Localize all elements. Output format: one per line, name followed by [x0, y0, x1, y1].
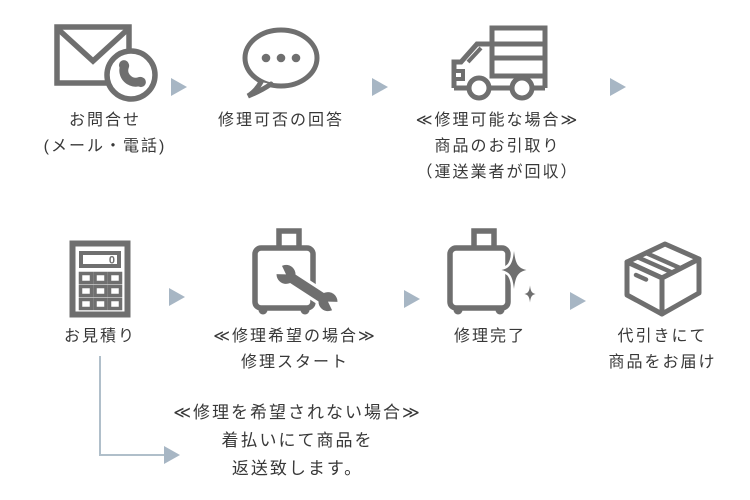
step-pickup: ≪修理可能な場合≫ 商品のお引取り （運送業者が回収） — [405, 16, 590, 186]
mail-phone-icon — [20, 16, 190, 102]
step-delivery: 代引きにて 商品をお届け — [585, 228, 740, 376]
arrow-right-icon-6 — [570, 292, 586, 310]
step-repair-start: ≪修理希望の場合≫ 修理スタート — [205, 228, 385, 376]
box-icon — [585, 228, 740, 318]
calculator-icon: 0 — [25, 228, 175, 318]
step-reply: 修理可否の回答 — [203, 16, 359, 134]
step-delivery-label: 代引きにて 商品をお届け — [585, 324, 740, 376]
arrow-right-icon-3 — [610, 78, 626, 96]
step-inquiry-line1: お問合せ — [68, 112, 141, 129]
arrow-right-icon-2 — [372, 78, 388, 96]
arrow-right-icon-4 — [169, 288, 185, 306]
suitcase-sparkle-icon — [410, 228, 570, 318]
step-pickup-line1: ≪修理可能な場合≫ — [415, 112, 580, 129]
calculator-display: 0 — [109, 255, 115, 267]
branch-connector-horizontal-line — [99, 454, 165, 456]
step-inquiry: お問合せ (メール・電話) — [20, 16, 190, 160]
step-delivery-line2: 商品をお届け — [608, 354, 717, 371]
arrow-right-icon-branch — [164, 446, 180, 464]
step-estimate-label: お見積り — [25, 324, 175, 350]
step-repair-done-label: 修理完了 — [410, 324, 570, 350]
step-delivery-line1: 代引きにて — [617, 328, 708, 345]
step-reply-line1: 修理可否の回答 — [217, 112, 344, 129]
branch-decline-line2: 着払いにて商品を — [221, 431, 374, 450]
step-repair-done-line1: 修理完了 — [453, 328, 526, 345]
truck-icon — [405, 16, 590, 102]
step-estimate-line1: お見積り — [63, 328, 136, 345]
branch-decline-line1: ≪修理を希望されない場合≫ — [173, 403, 422, 422]
suitcase-wrench-icon — [205, 228, 385, 318]
step-inquiry-label: お問合せ (メール・電話) — [20, 108, 190, 160]
step-estimate: 0 お見積り — [25, 228, 175, 350]
step-reply-label: 修理可否の回答 — [203, 108, 359, 134]
speech-bubble-icon — [203, 16, 359, 102]
arrow-right-icon-1 — [171, 78, 187, 96]
branch-decline-note: ≪修理を希望されない場合≫ 着払いにて商品を 返送致します。 — [150, 399, 445, 483]
branch-decline-line3: 返送致します。 — [231, 459, 364, 478]
branch-connector-vertical-line — [99, 356, 101, 456]
step-pickup-line2: 商品のお引取り — [434, 138, 561, 155]
step-pickup-line3: （運送業者が回収） — [416, 164, 579, 181]
step-repair-start-line2: 修理スタート — [240, 354, 349, 371]
step-repair-done: 修理完了 — [410, 228, 570, 350]
step-pickup-label: ≪修理可能な場合≫ 商品のお引取り （運送業者が回収） — [405, 108, 590, 186]
step-repair-start-label: ≪修理希望の場合≫ 修理スタート — [205, 324, 385, 376]
step-inquiry-line2: (メール・電話) — [43, 138, 167, 155]
arrow-right-icon-5 — [404, 290, 420, 308]
step-repair-start-line1: ≪修理希望の場合≫ — [213, 328, 377, 345]
